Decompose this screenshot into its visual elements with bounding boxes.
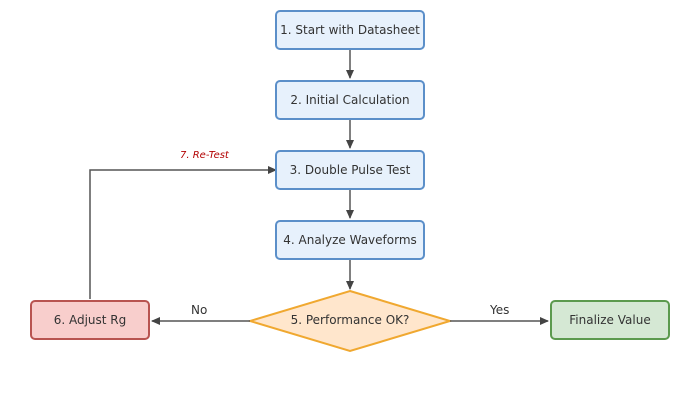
step-start-datasheet-label: 1. Start with Datasheet	[280, 23, 420, 37]
step-finalize-value: Finalize Value	[550, 300, 670, 340]
step-start-datasheet: 1. Start with Datasheet	[275, 10, 425, 50]
step-analyze-waveforms: 4. Analyze Waveforms	[275, 220, 425, 260]
decision-label: 5. Performance OK?	[290, 313, 410, 327]
step-adjust-rg: 6. Adjust Rg	[30, 300, 150, 340]
step-initial-calculation: 2. Initial Calculation	[275, 80, 425, 120]
step-double-pulse-test: 3. Double Pulse Test	[275, 150, 425, 190]
decision-diamond	[246, 289, 454, 353]
edge-label-yes: Yes	[490, 303, 510, 317]
step-double-pulse-test-label: 3. Double Pulse Test	[289, 163, 411, 177]
step-finalize-value-label: Finalize Value	[569, 313, 651, 327]
edge-label-no: No	[191, 303, 208, 317]
step-analyze-waveforms-label: 4. Analyze Waveforms	[283, 233, 417, 247]
step-adjust-rg-label: 6. Adjust Rg	[53, 313, 127, 327]
arrow-retest-loop	[89, 166, 277, 299]
step-initial-calculation-label: 2. Initial Calculation	[290, 93, 410, 107]
edge-label-retest: 7. Re-Test	[180, 150, 229, 161]
